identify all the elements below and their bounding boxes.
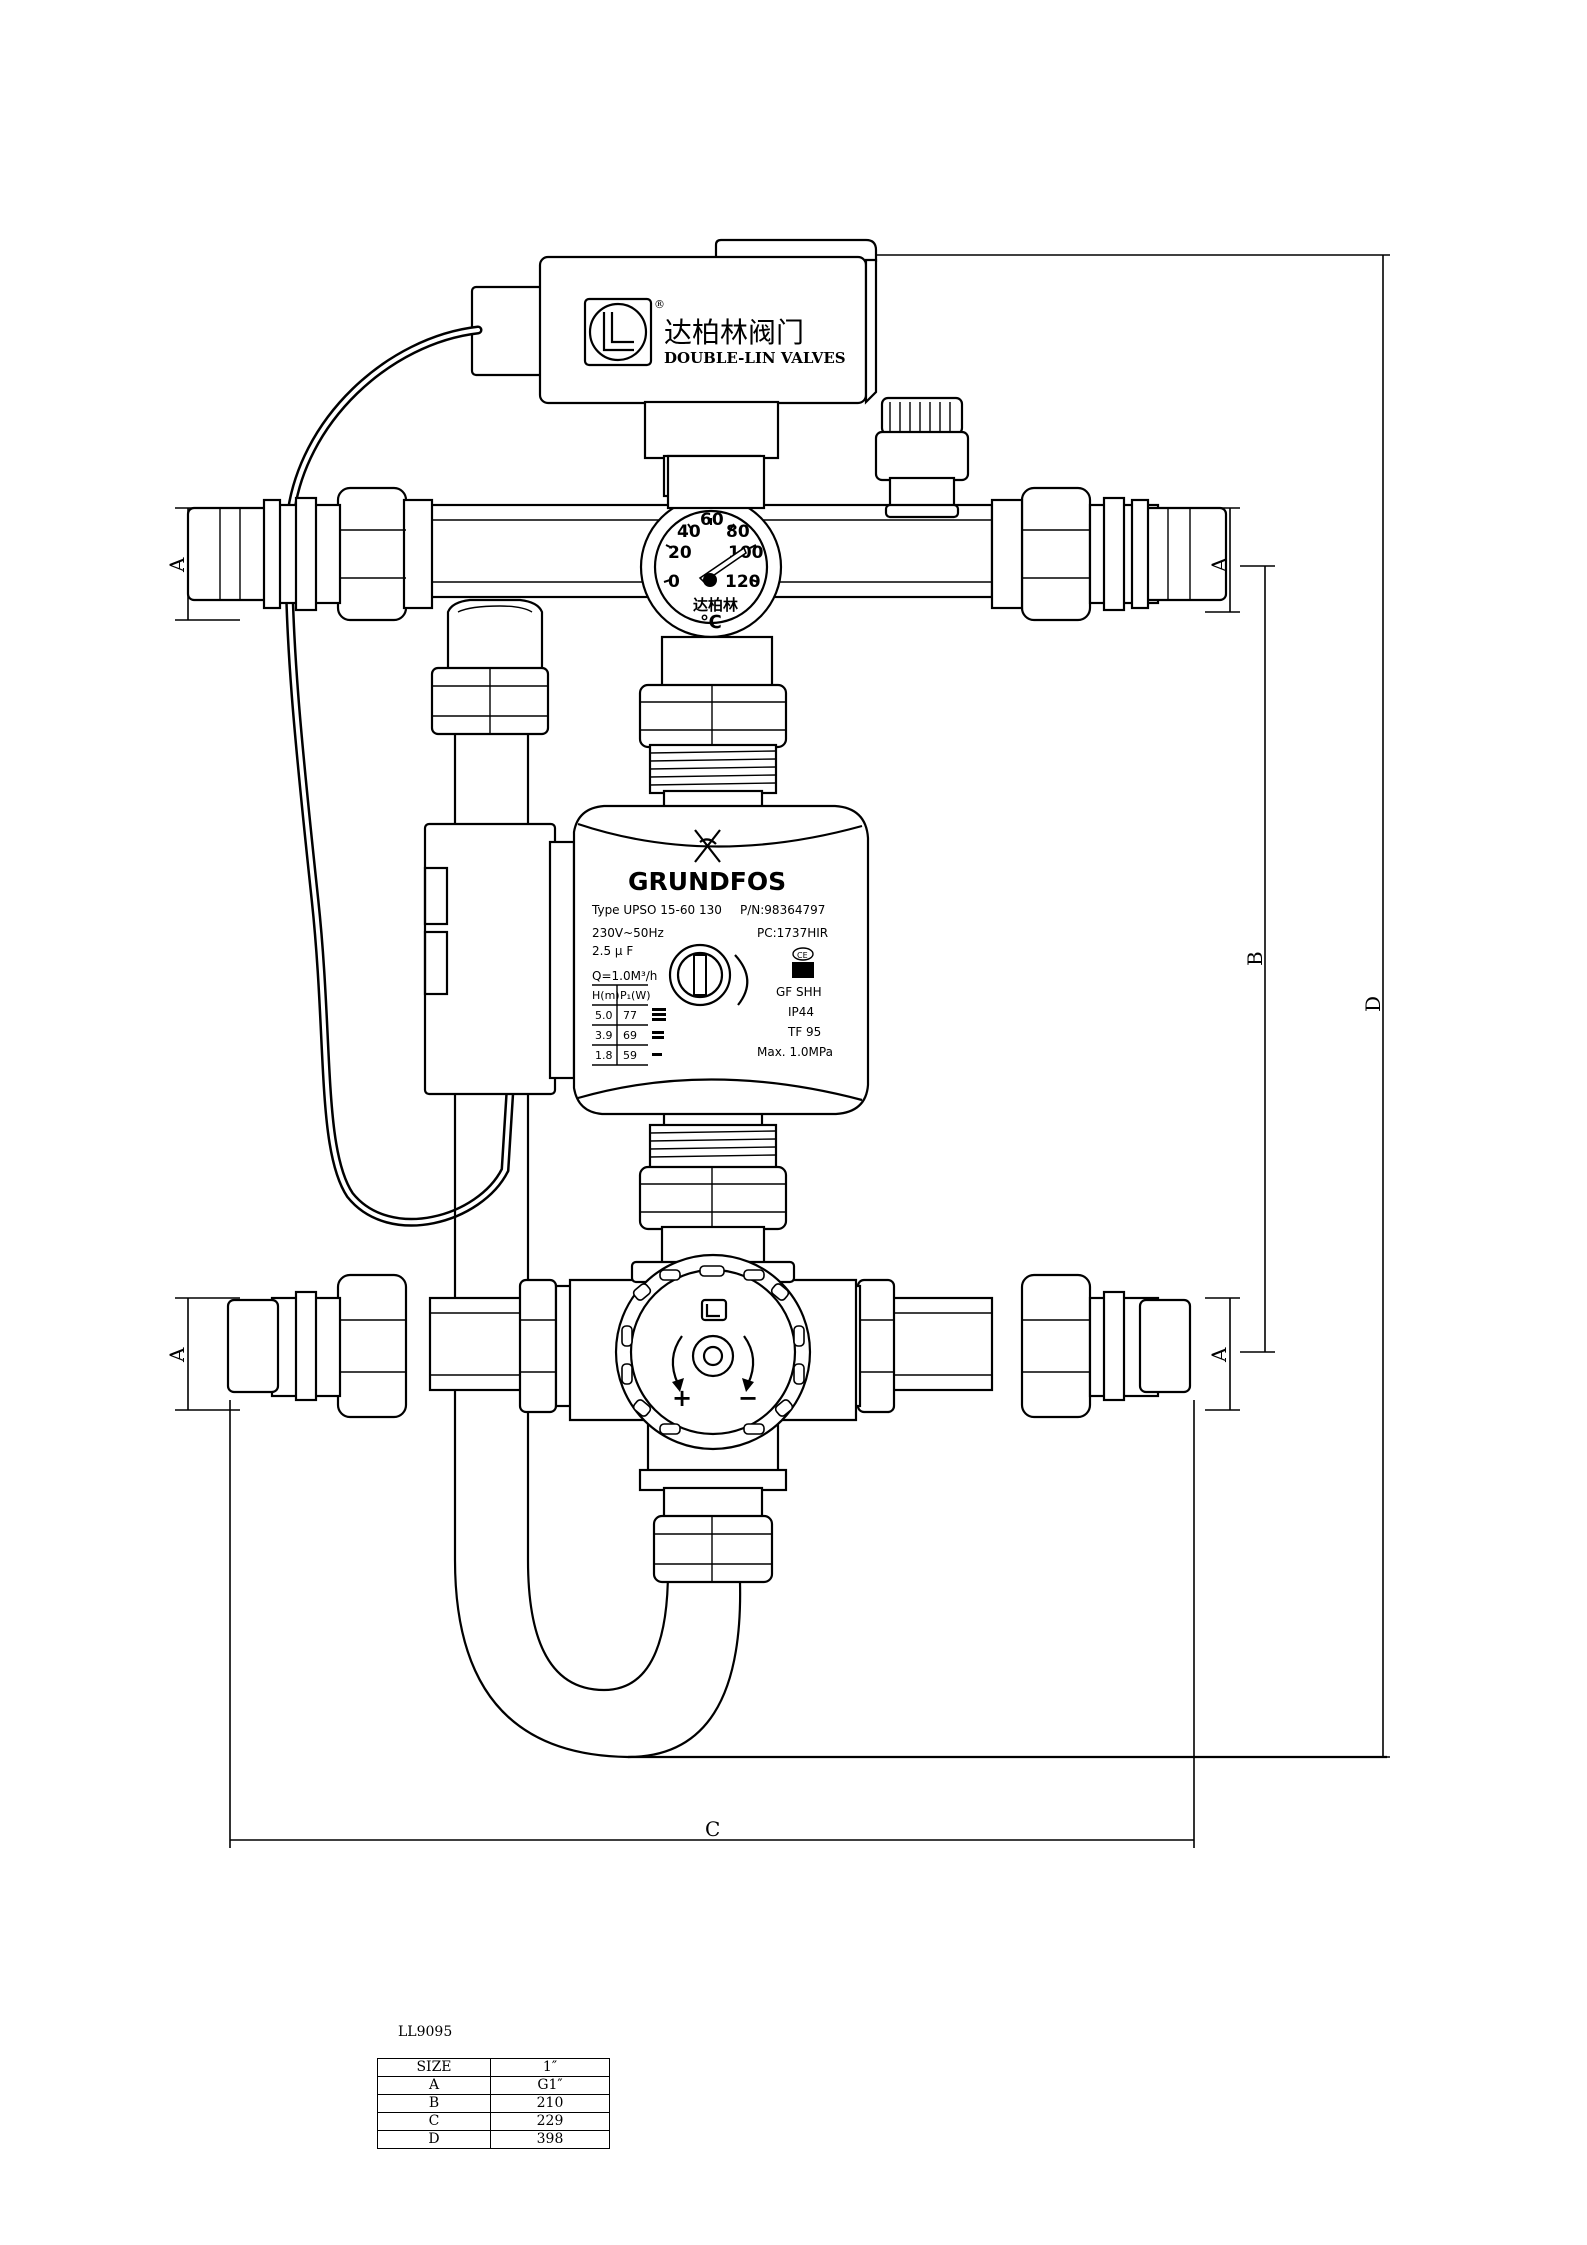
- pump-table-header-h: H(m): [592, 989, 620, 1002]
- pump-flow: Q=1.0M³/h: [592, 969, 657, 983]
- pump-table-header-p: P₁(W): [620, 989, 651, 1002]
- row-value-d: 398: [490, 2130, 610, 2149]
- row-label-d: D: [377, 2130, 491, 2149]
- valve-plus-sign: +: [672, 1384, 692, 1412]
- table-row: C 229: [377, 2112, 610, 2131]
- row-value-a: G1″: [490, 2076, 610, 2095]
- air-vent: [874, 396, 970, 519]
- row-value-b: 210: [490, 2094, 610, 2113]
- size-spec-table: SIZE 1″ A G1″ B 210 C 229 D 398: [377, 2058, 610, 2149]
- thermometer-tick-0: 0: [668, 572, 680, 592]
- dim-a-right-bottom: A: [1207, 1347, 1231, 1363]
- bypass-pipe: [430, 598, 1387, 1759]
- actuator-brand-en: DOUBLE-LIN VALVES: [664, 349, 846, 367]
- pump-voltage: 230V~50Hz: [592, 926, 664, 940]
- pump-table-h3: 1.8: [595, 1049, 613, 1062]
- mixing-valve: + −: [568, 1253, 858, 1584]
- thermometer-tick-40: 40: [677, 522, 701, 542]
- row-label-c: C: [377, 2112, 491, 2131]
- thermometer-brand: 达柏林: [693, 596, 739, 614]
- pump-type: Type UPSO 15-60 130: [591, 903, 722, 917]
- dimension-lines: A A A A B D C: [165, 254, 1390, 1848]
- cert-mark: CE: [797, 951, 808, 960]
- actuator-brand-cn: 达柏林阀门: [664, 316, 804, 349]
- registered-mark: ®: [654, 298, 665, 311]
- pump-capacitor: 2.5 μ F: [592, 944, 633, 958]
- thermometer-unit: ℃: [700, 612, 722, 633]
- pump-spec-1: GF SHH: [776, 985, 822, 999]
- size-header: SIZE: [377, 2058, 491, 2077]
- thermometer-tick-80: 80: [726, 522, 750, 542]
- row-label-a: A: [377, 2076, 491, 2095]
- pump-table-h2: 3.9: [595, 1029, 613, 1042]
- pump-spec-4: Max. 1.0MPa: [757, 1045, 833, 1059]
- thermometer-tick-20: 20: [668, 543, 692, 563]
- pump-table-h1: 5.0: [595, 1009, 613, 1022]
- thermometer-tick-120: 120: [725, 572, 761, 592]
- pump-table-p2: 69: [623, 1029, 637, 1042]
- thermometer-tick-60: 60: [700, 510, 724, 530]
- pump-spec-2: IP44: [788, 1005, 814, 1019]
- dim-b: B: [1243, 951, 1267, 966]
- model-code: LL9095: [398, 2024, 453, 2040]
- pump-part-number: P/N:98364797: [740, 903, 825, 917]
- row-value-c: 229: [490, 2112, 610, 2131]
- table-row: SIZE 1″: [377, 2058, 610, 2077]
- pump-pc: PC:1737HIR: [757, 926, 828, 940]
- circulation-pump: GRUNDFOS Type UPSO 15-60 130 P/N:9836479…: [423, 804, 870, 1116]
- pump-spec-3: TF 95: [787, 1025, 821, 1039]
- valve-minus-sign: −: [738, 1384, 758, 1412]
- table-row: A G1″: [377, 2076, 610, 2095]
- logo-mark: ®: [588, 298, 665, 362]
- supply-riser: [638, 454, 788, 1265]
- pump-table-p3: 59: [623, 1049, 637, 1062]
- table-row: D 398: [377, 2130, 610, 2149]
- dim-c: C: [705, 1817, 720, 1841]
- thermometer: 0 20 40 60 80 100 120 达柏林 ℃: [639, 495, 783, 639]
- size-value-header: 1″: [490, 2058, 610, 2077]
- dim-d: D: [1361, 996, 1385, 1012]
- dim-a-left-bottom: A: [165, 1347, 189, 1363]
- row-label-b: B: [377, 2094, 491, 2113]
- table-row: B 210: [377, 2094, 610, 2113]
- pump-brand: GRUNDFOS: [628, 867, 786, 896]
- pump-table-p1: 77: [623, 1009, 637, 1022]
- dim-a-right-top: A: [1207, 557, 1231, 573]
- pump-performance-table: H(m) P₁(W) 5.0 77 3.9 69 1.8 59: [592, 984, 666, 1066]
- dim-a-left-top: A: [165, 557, 189, 573]
